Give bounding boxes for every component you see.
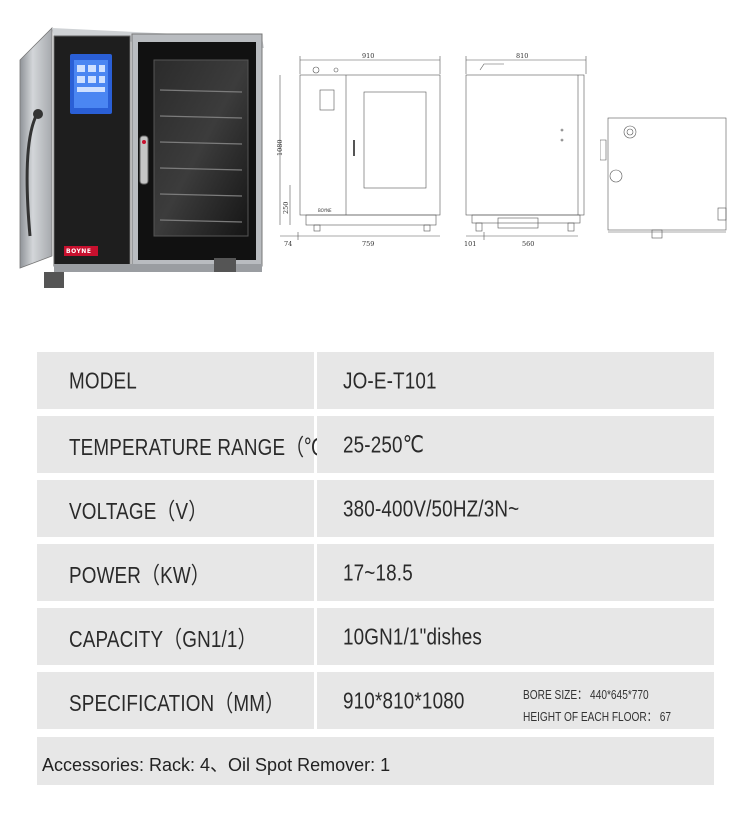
- bore-size-note: BORE SIZE： 440*645*770: [523, 687, 649, 702]
- accessories-row: Accessories: Rack: 4、Oil Spot Remover: 1: [37, 737, 714, 785]
- spec-label: CAPACITY（GN1/1）: [69, 625, 257, 652]
- spec-value-cell: JO-E-T101: [317, 352, 714, 409]
- spec-label: POWER（KW）: [69, 561, 210, 588]
- front-height-dim: 1080: [276, 139, 284, 156]
- spec-value-cell: 17~18.5: [317, 544, 714, 601]
- spec-label-cell: MODEL: [37, 352, 314, 409]
- floor-height-note: HEIGHT OF EACH FLOOR： 67: [523, 709, 672, 724]
- side-offset-dim: 101: [464, 240, 476, 248]
- spec-value: 380-400V/50HZ/3N~: [343, 495, 520, 521]
- spec-label-cell: POWER（KW）: [37, 544, 314, 601]
- front-base-dim: 759: [362, 240, 374, 248]
- spec-value: 25-250℃: [343, 431, 425, 457]
- brand-plate: BOYNE: [66, 248, 92, 255]
- spec-label: TEMPERATURE RANGE（℃）: [69, 433, 343, 460]
- spec-row-power: POWER（KW） 17~18.5: [37, 544, 714, 601]
- spec-row-specification: SPECIFICATION（MM） 910*810*1080 BORE SIZE…: [37, 672, 714, 729]
- spec-value-cell: 910*810*1080 BORE SIZE： 440*645*770 HEIG…: [317, 672, 714, 729]
- top-view-drawing: [600, 117, 727, 239]
- spec-value-cell: 380-400V/50HZ/3N~: [317, 480, 714, 537]
- side-base-dim: 560: [522, 240, 534, 248]
- spec-value: 17~18.5: [343, 559, 413, 585]
- front-brand-mark: BOYNE: [318, 208, 332, 213]
- spec-label: SPECIFICATION（MM）: [69, 689, 285, 716]
- side-view-drawing: 810 101 560: [464, 52, 587, 248]
- front-leg-dim: 250: [282, 202, 290, 214]
- spec-label-cell: SPECIFICATION（MM）: [37, 672, 314, 729]
- spec-label-cell: VOLTAGE（V）: [37, 480, 314, 537]
- accessories-text: Accessories: Rack: 4、Oil Spot Remover: 1: [42, 755, 391, 775]
- spec-value: JO-E-T101: [343, 367, 437, 393]
- spec-row-temperature: TEMPERATURE RANGE（℃） 25-250℃: [37, 416, 714, 473]
- spec-label: MODEL: [69, 367, 137, 393]
- spec-label: VOLTAGE（V）: [69, 497, 208, 524]
- spec-value-cell: 10GN1/1"dishes: [317, 608, 714, 665]
- spec-value: 10GN1/1"dishes: [343, 623, 483, 649]
- product-hero: BOYNE 910 1080 250 74 759 BOYNE: [0, 0, 750, 300]
- spec-value: 910*810*1080: [343, 687, 465, 713]
- front-width-dim: 910: [362, 52, 374, 60]
- spec-row-model: MODEL JO-E-T101: [37, 352, 714, 409]
- spec-row-voltage: VOLTAGE（V） 380-400V/50HZ/3N~: [37, 480, 714, 537]
- spec-value-cell: 25-250℃: [317, 416, 714, 473]
- front-view-drawing: 910 1080 250 74 759 BOYNE: [276, 52, 441, 248]
- oven-product-image: [19, 27, 264, 288]
- side-depth-dim: 810: [516, 52, 528, 60]
- spec-label-cell: TEMPERATURE RANGE（℃）: [37, 416, 342, 473]
- spec-row-capacity: CAPACITY（GN1/1） 10GN1/1"dishes: [37, 608, 714, 665]
- front-offset-dim: 74: [284, 240, 292, 248]
- spec-label-cell: CAPACITY（GN1/1）: [37, 608, 314, 665]
